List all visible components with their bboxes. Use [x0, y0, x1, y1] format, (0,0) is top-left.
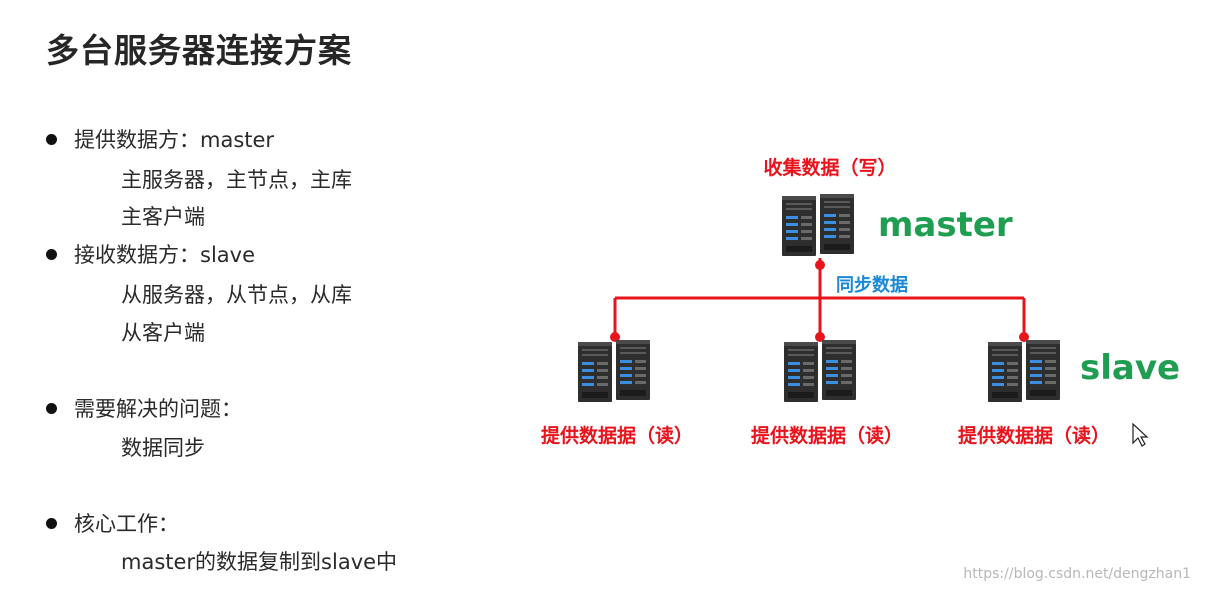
master-top-label: 收集数据（写）: [763, 156, 896, 179]
slave-server-icon-3: [988, 340, 1060, 402]
sub-item: 从客户端: [121, 321, 205, 345]
sub-item: 主服务器，主节点，主库: [121, 168, 352, 192]
slave-label-1: 提供数据据（读）: [541, 424, 693, 447]
sync-label: 同步数据: [836, 274, 908, 296]
bullet-item-core-work: 核心工作：: [46, 508, 179, 538]
sub-item: 主客户端: [121, 205, 205, 229]
sub-item: 数据同步: [121, 436, 205, 460]
sub-item: master的数据复制到slave中: [121, 550, 398, 574]
master-server-icon: [782, 194, 854, 256]
master-node-dot: [815, 260, 825, 270]
slave-server-icon-2: [784, 340, 856, 402]
mouse-cursor-icon: [1132, 422, 1149, 447]
bullet-item-provider: 提供数据方：master: [46, 124, 274, 154]
bullet-item-receiver: 接收数据方：slave: [46, 239, 255, 269]
bullet-label: 需要解决的问题：: [74, 397, 242, 421]
watermark: https://blog.csdn.net/dengzhan1: [963, 566, 1191, 582]
sync-lines: [610, 258, 1029, 342]
master-name-label: master: [878, 205, 1013, 245]
slave-label-3: 提供数据据（读）: [958, 424, 1110, 447]
bullet-label: 提供数据方：master: [74, 128, 275, 152]
slave-node-dot-3: [1019, 332, 1029, 342]
bullet-dot-icon: [46, 133, 57, 145]
slave-name-label: slave: [1080, 348, 1180, 388]
slave-node-dot-1: [610, 332, 620, 342]
bullet-label: 核心工作：: [74, 512, 179, 536]
slave-server-icon-1: [578, 340, 650, 402]
bullet-item-problem: 需要解决的问题：: [46, 393, 242, 423]
slave-node-dot-2: [815, 332, 825, 342]
slave-label-2: 提供数据据（读）: [751, 424, 903, 447]
bullet-dot-icon: [46, 517, 57, 529]
page-title: 多台服务器连接方案: [46, 31, 352, 70]
bullet-dot-icon: [46, 248, 57, 260]
sub-item: 从服务器，从节点，从库: [121, 283, 352, 307]
bullet-label: 接收数据方：slave: [74, 243, 255, 267]
bullet-dot-icon: [46, 402, 57, 414]
